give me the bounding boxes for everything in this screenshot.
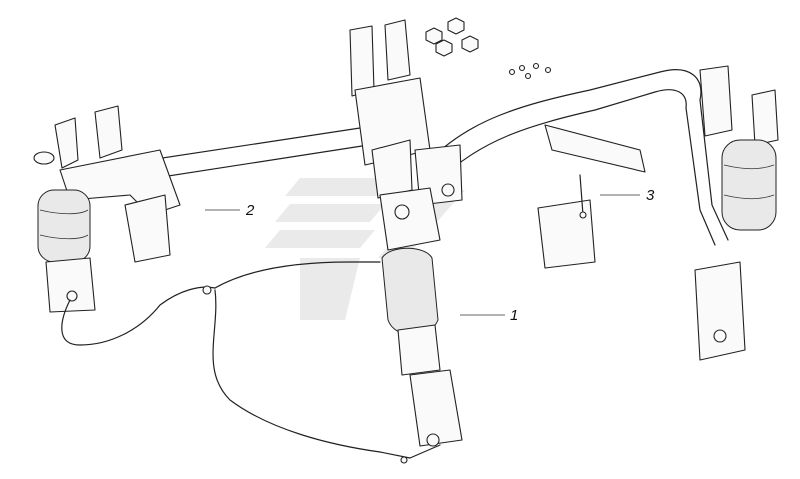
callout-leaders bbox=[205, 194, 640, 316]
air-line-hose bbox=[61, 261, 441, 464]
callout-1: 1 bbox=[510, 307, 518, 324]
hardware-nuts bbox=[425, 17, 552, 80]
right-bracket-assembly bbox=[694, 65, 779, 361]
center-bracket-assembly bbox=[349, 19, 463, 447]
callout-2: 2 bbox=[245, 202, 255, 219]
callout-3: 3 bbox=[646, 187, 655, 204]
support-bracket-item-3 bbox=[537, 124, 646, 269]
left-bracket-assembly bbox=[33, 105, 181, 313]
